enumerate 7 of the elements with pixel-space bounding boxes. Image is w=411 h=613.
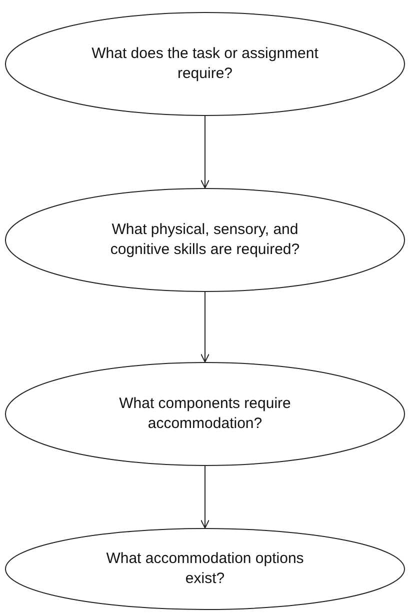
arrow [200, 116, 210, 188]
question-text: What components require accommodation? [118, 394, 292, 434]
arrow [200, 292, 210, 362]
question-text: What does the task or assignment require? [90, 44, 320, 84]
question-text: What physical, sensory, and cognitive skills are required? [109, 220, 301, 260]
question-text: What accommodation options exist? [105, 549, 305, 589]
arrow [200, 466, 210, 528]
